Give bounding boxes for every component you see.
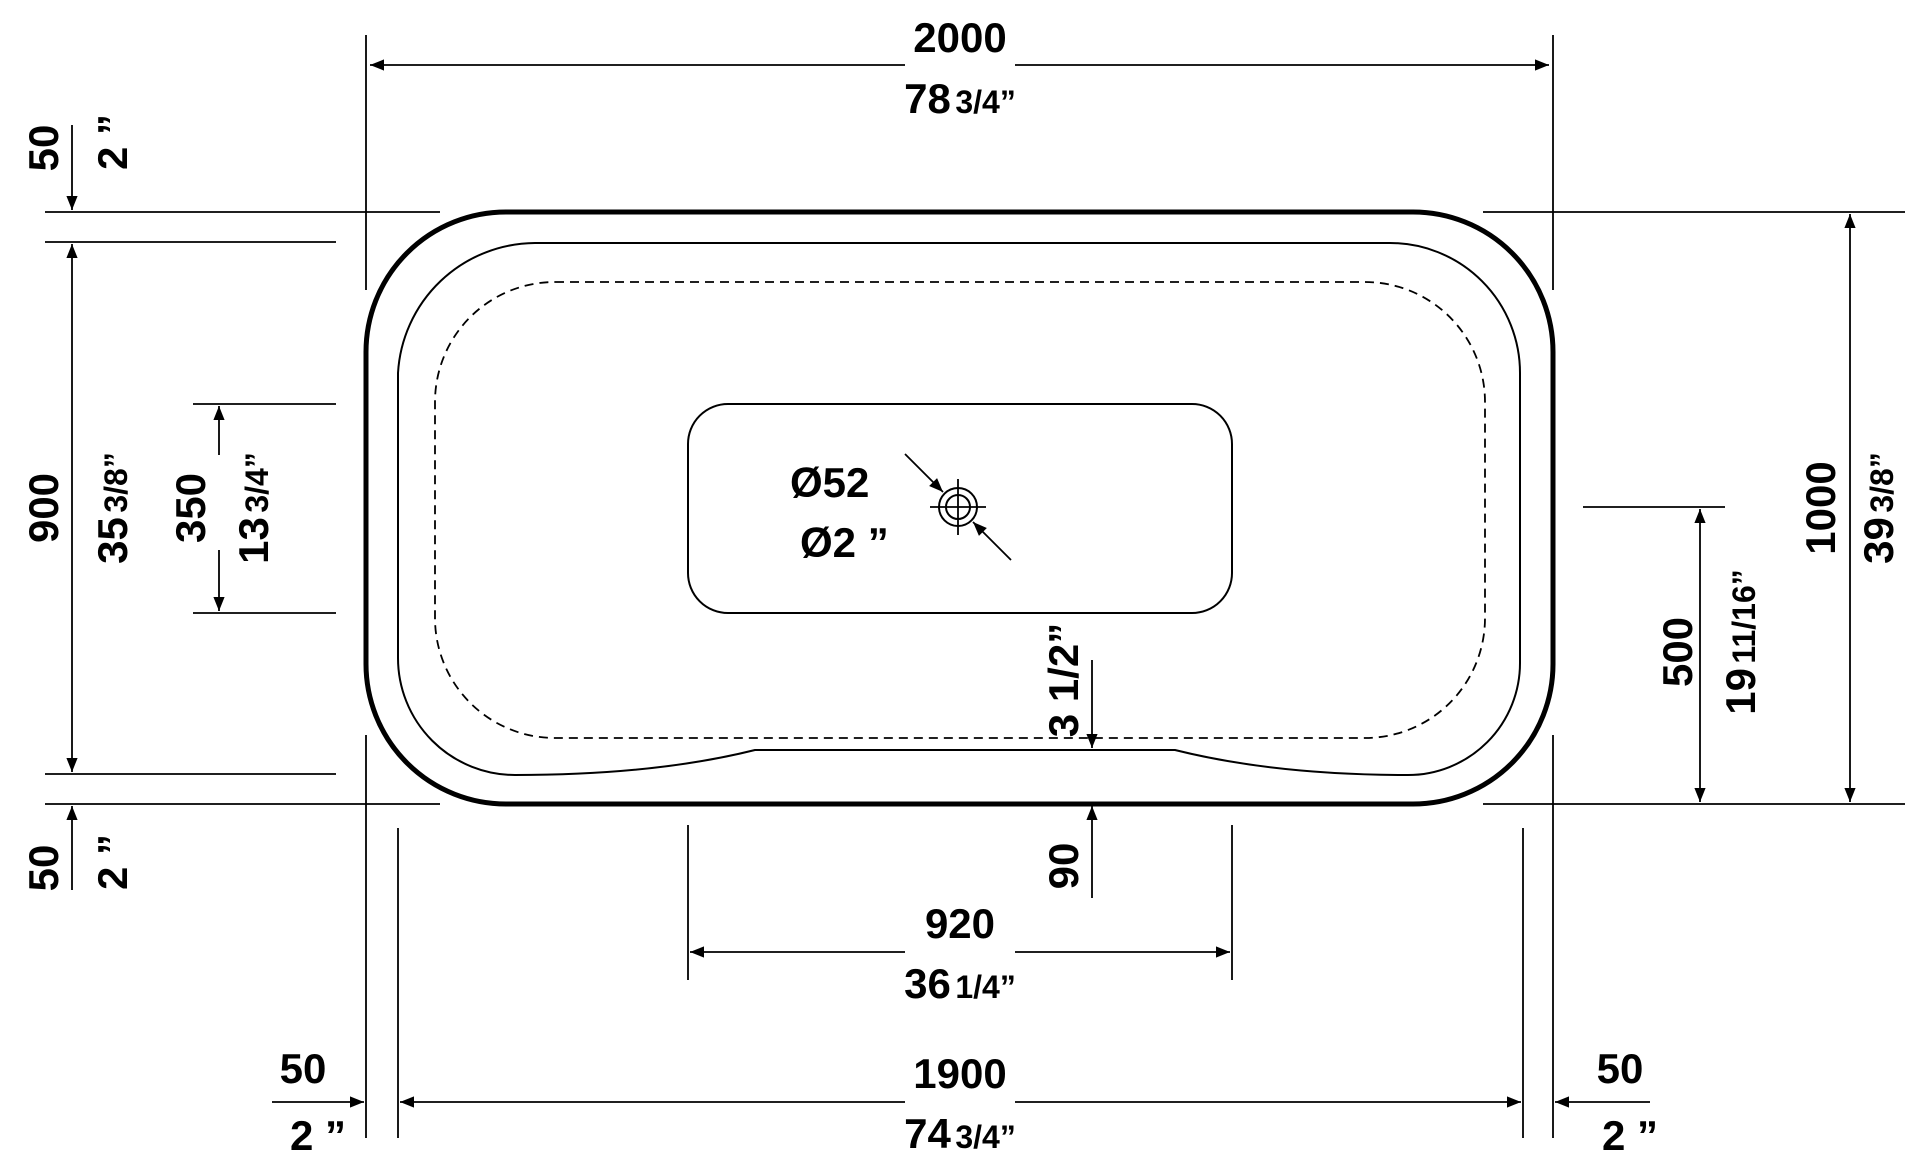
drain-diameter-mm: Ø52	[790, 459, 869, 506]
bottom-offset-mm: 50	[20, 845, 67, 892]
inner-width-mm: 900	[20, 473, 67, 543]
drain-icon	[904, 453, 1012, 561]
top-offset-dimension: 50 2 ”	[20, 114, 136, 210]
recess-length-mm: 920	[925, 900, 995, 947]
bottom-offset-in: 2 ”	[89, 834, 136, 890]
left-offset-in: 2 ”	[290, 1112, 346, 1159]
inner-width-in-frac: 3/8”	[98, 452, 134, 512]
recess-length-in-frac: 1/4”	[955, 969, 1015, 1005]
right-offset-mm: 50	[1597, 1045, 1644, 1092]
svg-text:36 1/4”: 36 1/4”	[904, 960, 1016, 1007]
tub-bottom-dashed-outline	[434, 281, 1486, 739]
recess-length-dimension: 920 36 1/4”	[690, 900, 1230, 1007]
svg-text:39 3/8”: 39 3/8”	[1855, 452, 1902, 564]
drain-position-dimension: 500 19 11/16”	[1654, 509, 1764, 802]
svg-text:78 3/4”: 78 3/4”	[904, 75, 1016, 122]
tub-outer-rim	[363, 209, 1556, 807]
rim-depth-mm: 90	[1040, 843, 1087, 890]
drain-position-mm: 500	[1654, 617, 1701, 687]
left-offset-mm: 50	[280, 1045, 327, 1092]
top-offset-in: 2 ”	[89, 114, 136, 170]
tub-inner-basin	[397, 242, 1521, 777]
inner-length-in: 74	[904, 1110, 951, 1157]
recess-width-in-frac: 3/4”	[239, 452, 275, 512]
overall-width-mm: 1000	[1797, 461, 1844, 554]
inner-length-in-frac: 3/4”	[955, 1119, 1015, 1155]
right-offset-dimension: 50 2 ”	[1555, 1045, 1658, 1159]
rim-depth-dimension: 3 1/2” 90	[1040, 623, 1098, 898]
inner-width-dimension: 900 35 3/8”	[20, 244, 136, 772]
inner-length-mm: 1900	[913, 1050, 1006, 1097]
recess-width-in: 13	[230, 517, 277, 564]
overall-length-dimension: 2000 78 3/4”	[370, 14, 1549, 122]
svg-text:35 3/8”: 35 3/8”	[89, 452, 136, 564]
svg-text:74 3/4”: 74 3/4”	[904, 1110, 1016, 1157]
bottom-offset-dimension: 50 2 ”	[20, 806, 136, 891]
svg-text:19 11/16”: 19 11/16”	[1717, 569, 1764, 714]
recess-width-dimension: 350 13 3/4”	[167, 406, 277, 611]
svg-text:13 3/4”: 13 3/4”	[230, 452, 277, 564]
drain-diameter-in: Ø2 ”	[800, 519, 889, 566]
drain-recess-panel	[687, 403, 1233, 614]
overall-length-in-frac: 3/4”	[955, 84, 1015, 120]
inner-length-dimension: 1900 74 3/4”	[400, 1050, 1521, 1157]
drain-diameter-label: Ø52 Ø2 ”	[790, 459, 889, 566]
extension-lines	[45, 35, 1905, 1138]
recess-width-mm: 350	[167, 473, 214, 543]
overall-width-dimension: 1000 39 3/8”	[1797, 214, 1902, 802]
overall-length-mm: 2000	[913, 14, 1006, 61]
left-offset-dimension: 50 2 ”	[272, 1045, 364, 1159]
top-offset-mm: 50	[20, 125, 67, 172]
overall-width-in-frac: 3/8”	[1864, 452, 1900, 512]
rim-depth-in: 3 1/2”	[1040, 623, 1087, 737]
recess-length-in: 36	[904, 960, 951, 1007]
right-offset-in: 2 ”	[1602, 1112, 1658, 1159]
tub-plan	[363, 209, 1556, 807]
drain-position-in-frac: 11/16”	[1726, 569, 1762, 663]
overall-width-in: 39	[1855, 517, 1902, 564]
drain-position-in: 19	[1717, 668, 1764, 715]
inner-width-in: 35	[89, 517, 136, 564]
overall-length-in: 78	[904, 75, 951, 122]
